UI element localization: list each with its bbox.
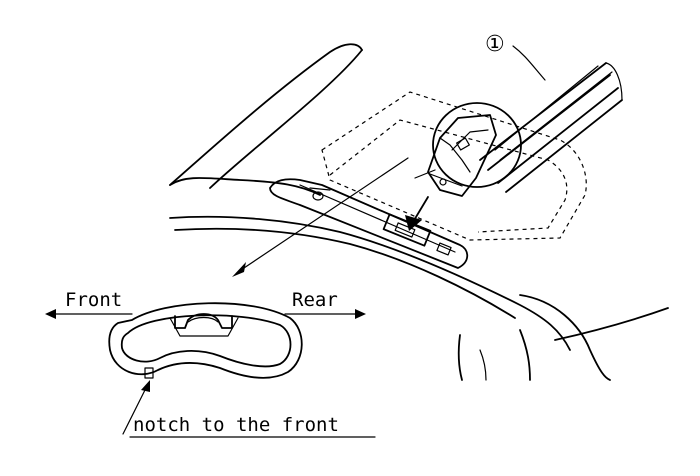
front-label-group: Front bbox=[45, 289, 133, 319]
section-leader bbox=[232, 157, 409, 277]
down-arrow bbox=[405, 196, 429, 231]
notch-label: notch to the front bbox=[133, 414, 339, 436]
detail-magnifier bbox=[414, 102, 522, 197]
rail-cross-section bbox=[108, 302, 303, 379]
rear-label: Rear bbox=[292, 289, 338, 311]
rear-label-group: Rear bbox=[284, 289, 366, 319]
roof-outline bbox=[169, 43, 669, 381]
callout-number: ① bbox=[485, 32, 505, 57]
front-label: Front bbox=[65, 289, 122, 311]
notch-label-group: notch to the front bbox=[122, 380, 376, 438]
roof-rail bbox=[479, 62, 623, 193]
sunroof-panel bbox=[321, 91, 587, 241]
callout-one: ① bbox=[485, 32, 546, 81]
